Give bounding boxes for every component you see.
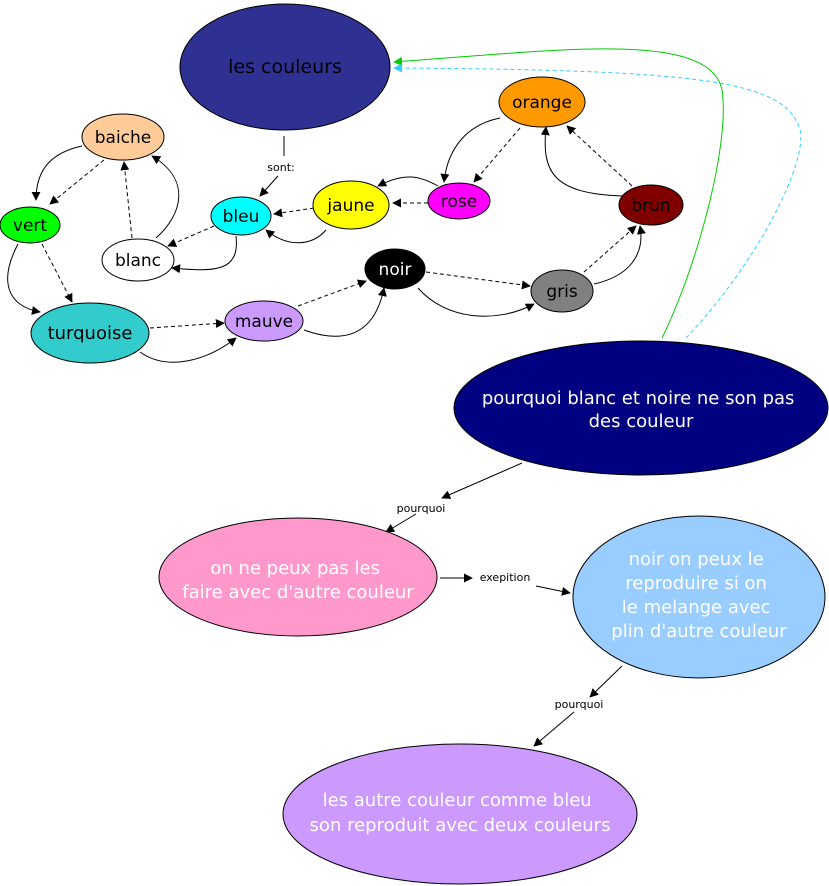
- node-gris-shape: [530, 269, 594, 313]
- node-les-autre-shape: [282, 743, 638, 885]
- node-orange[interactable]: orange: [498, 76, 586, 128]
- node-les-autre-line-2: son reproduit avec deux couleurs: [310, 815, 611, 836]
- connector-question-les-couleurs-green: [393, 48, 724, 339]
- node-question[interactable]: pourquoi blanc et noire ne son pas des c…: [453, 340, 829, 476]
- connector-orange-rose-solid: [440, 117, 501, 183]
- connector-brun-orange-solid: [540, 126, 625, 197]
- connector-turquoise-mauve-solid: [139, 337, 237, 363]
- connector-jaune-bleu-dashed: [273, 207, 315, 218]
- node-les-couleurs[interactable]: les couleurs: [179, 3, 391, 131]
- node-noir-shape: [364, 248, 426, 290]
- link-label-exepition: exepition: [480, 571, 531, 584]
- node-question-line-1: pourquoi blanc et noire ne son pas: [482, 388, 795, 409]
- connector-question-pourquoi: [441, 462, 523, 499]
- node-noir-on-peux[interactable]: noir on peux le reproduire si on le mela…: [572, 515, 826, 679]
- connector-turquoise-mauve-dashed: [149, 319, 225, 329]
- connector-mauve-noir-dashed: [297, 279, 367, 307]
- node-jaune[interactable]: jaune: [312, 180, 390, 230]
- node-mauve-shape: [224, 300, 304, 342]
- connector-baiche-vert-solid: [31, 145, 83, 201]
- node-les-couleurs-label: les couleurs: [228, 56, 342, 78]
- link-label-pourquoi-2: pourquoi: [555, 698, 604, 711]
- node-brun-shape: [618, 184, 684, 226]
- node-les-autre[interactable]: les autre couleur comme bleu son reprodu…: [282, 743, 638, 885]
- connector-mauve-noir-solid: [303, 287, 387, 337]
- node-blanc-label: blanc: [115, 251, 161, 271]
- connector-pourquoi-on-ne-peux: [385, 513, 417, 533]
- node-question-label: pourquoi blanc et noire ne son pas des c…: [482, 388, 800, 432]
- node-bleu-shape: [210, 196, 272, 236]
- node-mauve-label: mauve: [235, 312, 293, 332]
- connector-baiche-vert-dashed: [49, 159, 105, 205]
- node-noir[interactable]: noir: [364, 248, 426, 290]
- node-rose[interactable]: rose: [427, 182, 491, 220]
- node-vert-shape: [0, 206, 61, 244]
- connector-sont-bleu: [259, 175, 279, 197]
- node-bleu[interactable]: bleu: [210, 196, 272, 236]
- connector-gris-brun-dashed: [583, 225, 637, 273]
- node-turquoise[interactable]: turquoise: [30, 302, 150, 364]
- node-brun[interactable]: brun: [618, 184, 684, 226]
- connector-vert-turquoise-solid: [7, 243, 41, 315]
- connector-question-les-couleurs-cyan: [393, 63, 802, 339]
- node-les-autre-label: les autre couleur comme bleu son reprodu…: [310, 790, 611, 836]
- node-on-ne-peux-label: on ne peux pas les faire avec d'autre co…: [182, 558, 414, 603]
- node-jaune-label: jaune: [326, 196, 374, 216]
- node-noir-on-peux-line-2: reproduire si on: [625, 573, 767, 594]
- connector-blanc-baiche-dashed: [120, 161, 133, 239]
- node-orange-label: orange: [512, 93, 572, 113]
- node-brun-label: brun: [631, 196, 670, 216]
- connector-noir-gris-dashed: [425, 271, 531, 290]
- node-noir-on-peux-line-1: noir on peux le: [629, 549, 764, 570]
- node-gris[interactable]: gris: [530, 269, 594, 313]
- node-les-autre-line-1: les autre couleur comme bleu: [323, 790, 592, 811]
- node-on-ne-peux-line-2: faire avec d'autre couleur: [182, 582, 414, 603]
- node-rose-label: rose: [441, 192, 477, 212]
- connector-pourquoi-les-autre: [533, 711, 575, 747]
- node-blanc-shape: [101, 238, 175, 282]
- node-les-couleurs-shape: [179, 3, 391, 131]
- connector-orange-rose-dashed: [473, 127, 521, 183]
- connector-gris-brun-solid: [593, 225, 646, 285]
- node-orange-shape: [498, 76, 586, 128]
- node-on-ne-peux-line-1: on ne peux pas les: [210, 558, 380, 579]
- connector-brun-orange-dashed: [566, 125, 633, 187]
- connector-exepition-noir-on-peux: [535, 585, 571, 596]
- node-mauve[interactable]: mauve: [224, 300, 304, 342]
- connector-bleu-blanc-solid: [171, 235, 237, 274]
- connector-noir-on-peux-pourquoi: [589, 665, 623, 698]
- node-bleu-label: bleu: [223, 207, 260, 227]
- link-label-pourquoi-1: pourquoi: [397, 502, 446, 515]
- connector-vert-turquoise-dashed: [41, 243, 73, 303]
- link-label-sont: sont:: [267, 161, 294, 174]
- node-noir-on-peux-label: noir on peux le reproduire si on le mela…: [611, 549, 787, 642]
- node-noir-label: noir: [379, 260, 412, 280]
- connector-rose-jaune-solid: [377, 176, 439, 187]
- node-turquoise-label: turquoise: [48, 323, 133, 344]
- node-rose-shape: [427, 182, 491, 220]
- node-baiche-label: baiche: [95, 128, 152, 148]
- node-question-shape: [453, 340, 829, 476]
- connector-blanc-baiche-solid: [151, 155, 180, 239]
- connectors: [7, 48, 802, 747]
- node-baiche[interactable]: baiche: [81, 113, 165, 161]
- node-noir-on-peux-shape: [572, 515, 826, 679]
- node-vert-label: vert: [13, 216, 48, 236]
- node-noir-on-peux-line-4: plin d'autre couleur: [611, 621, 787, 642]
- node-question-line-2: des couleur: [589, 411, 694, 432]
- connector-noir-gris-solid: [417, 287, 535, 317]
- node-turquoise-shape: [30, 302, 150, 364]
- node-vert[interactable]: vert: [0, 206, 61, 244]
- node-gris-label: gris: [546, 282, 578, 302]
- node-baiche-shape: [81, 113, 165, 161]
- node-jaune-shape: [312, 180, 390, 230]
- node-on-ne-peux-shape: [158, 517, 438, 637]
- node-noir-on-peux-line-3: le melange avec: [622, 597, 771, 618]
- node-on-ne-peux[interactable]: on ne peux pas les faire avec d'autre co…: [158, 517, 438, 637]
- link-labels: sont: pourquoi exepition pourquoi: [267, 161, 603, 711]
- connector-bleu-blanc-dashed: [167, 225, 215, 247]
- connector-jaune-bleu-solid: [265, 229, 327, 244]
- node-blanc[interactable]: blanc: [101, 238, 175, 282]
